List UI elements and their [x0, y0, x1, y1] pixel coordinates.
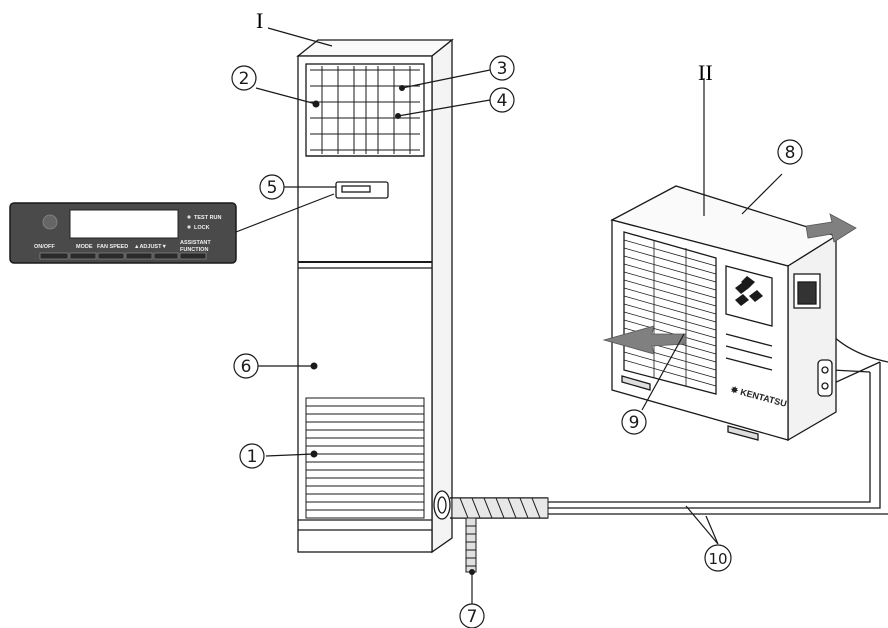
outdoor-unit [610, 185, 838, 442]
callout-10-number: 10 [708, 550, 727, 568]
pipe-insulation-wrap [451, 497, 549, 519]
callout-6-number: 6 [241, 357, 252, 377]
leader-dots [310, 85, 475, 575]
airflow-arrows [602, 213, 857, 355]
callout-1-number: 1 [247, 447, 258, 467]
button-label-mode: MODE [76, 244, 93, 250]
callout-4-number: 4 [497, 91, 508, 111]
callout-10 [704, 544, 732, 572]
indoor-unit [296, 38, 454, 554]
indicator-test-run: TEST RUN [194, 215, 222, 221]
callout-1 [239, 443, 265, 469]
kentatsu-logo-icon [735, 276, 763, 306]
callout-4 [489, 87, 515, 113]
callout-8 [777, 139, 803, 165]
leader-lines [235, 27, 783, 604]
panel-sensor-icon [42, 214, 58, 230]
button-label-assistant: ASSISTANT [180, 240, 211, 246]
indoor-lower-inlet-grille [305, 397, 425, 519]
outdoor-unit-label: II [698, 60, 713, 85]
callout-3 [489, 55, 515, 81]
button-label-on-off: ON/OFF [34, 244, 55, 250]
callout-5-number: 5 [267, 178, 278, 198]
callout-3-number: 3 [497, 59, 508, 79]
control-panel: TEST RUN LOCK ON/OFF MODE FAN SPEED ▲ADJ… [9, 202, 237, 264]
callout-5 [259, 174, 285, 200]
callouts [231, 55, 803, 628]
callout-6 [233, 353, 259, 379]
indoor-upper-louvers [310, 66, 420, 154]
panel-lcd-screen [69, 209, 179, 239]
indoor-unit-label: I [256, 8, 263, 33]
button-label-adjust: ▲ADJUST▼ [134, 244, 167, 250]
button-label-function: FUNCTION [180, 247, 208, 253]
callout-9-number: 9 [629, 413, 640, 433]
callout-2 [231, 65, 257, 91]
callout-8-number: 8 [785, 143, 796, 163]
callout-7 [459, 603, 485, 628]
drain-hose [465, 517, 477, 573]
indicator-lock: LOCK [194, 225, 210, 231]
callout-7-number: 7 [467, 607, 478, 627]
callout-9 [621, 409, 647, 435]
button-label-fan-speed: FAN SPEED [97, 244, 128, 250]
exhaust-arrow-icon [805, 213, 857, 243]
callout-2-number: 2 [239, 69, 250, 89]
intake-arrow-icon [602, 325, 687, 355]
panel-buttons [39, 252, 207, 260]
